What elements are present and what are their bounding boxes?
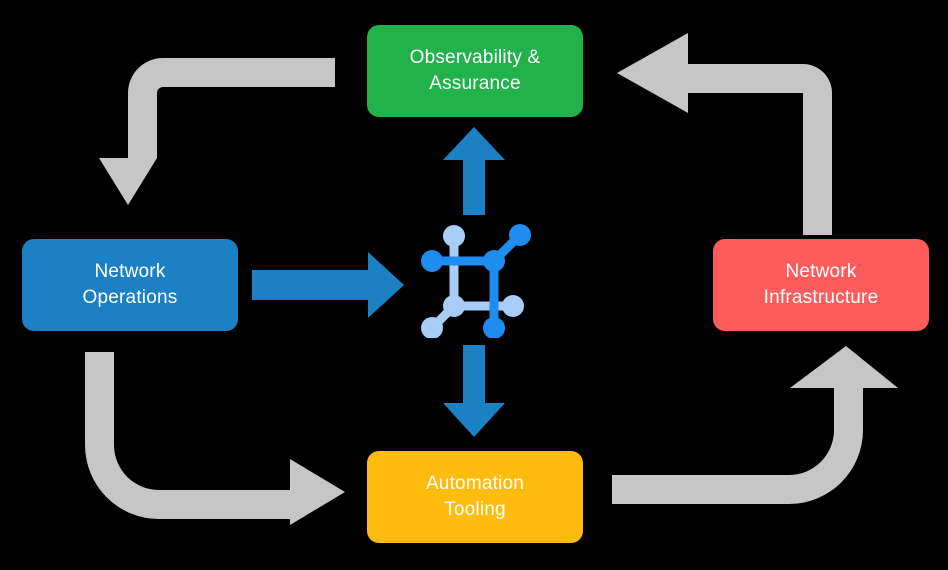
node-label: Network Operations	[82, 260, 178, 308]
flow-arrow-infrastructure-to-observability	[617, 33, 832, 235]
node-label: Network Infrastructure	[763, 260, 879, 308]
node-label: Observability & Assurance	[409, 46, 541, 94]
node-automation-tooling[interactable]: Automation Tooling	[367, 451, 583, 543]
flow-arrow-observability-to-operations	[99, 58, 335, 205]
spoke-arrow-hub-to-automation	[443, 345, 505, 437]
node-network-operations[interactable]: Network Operations	[22, 239, 238, 331]
hub-secondary-nodes	[421, 225, 524, 338]
node-label: Automation Tooling	[425, 472, 525, 520]
node-network-infrastructure[interactable]: Network Infrastructure	[713, 239, 929, 331]
spoke-arrow-hub-to-observability	[443, 127, 505, 215]
network-hub-icon	[421, 224, 531, 338]
hub-primary-nodes	[421, 224, 531, 338]
flow-arrow-automation-to-infrastructure	[612, 346, 898, 504]
flow-arrow-operations-to-automation	[85, 352, 345, 525]
node-observability-and-assurance[interactable]: Observability & Assurance	[367, 25, 583, 117]
spoke-arrow-operations-to-hub	[252, 252, 404, 318]
